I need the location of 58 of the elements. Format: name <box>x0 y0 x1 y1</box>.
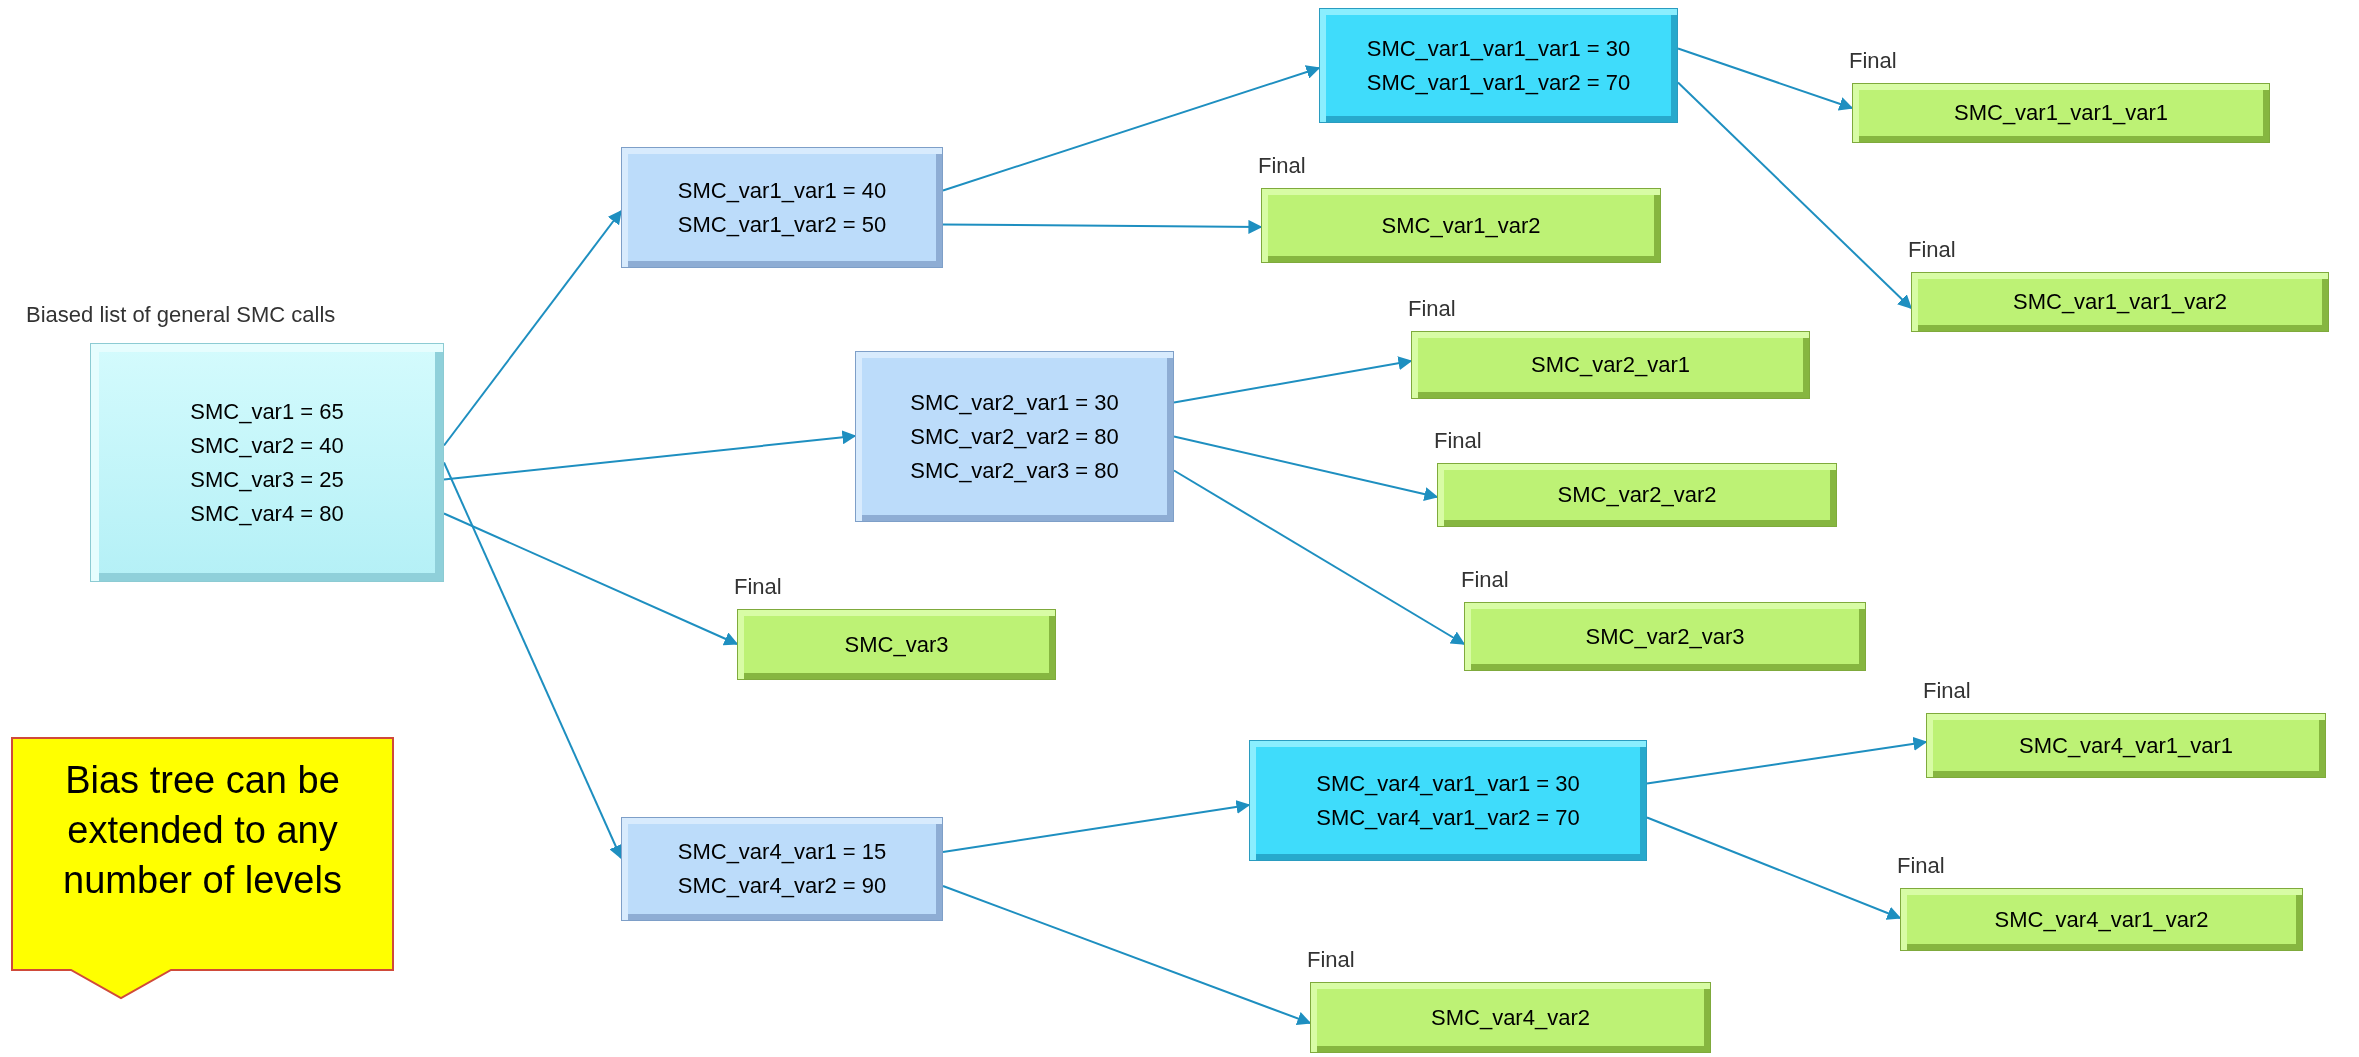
callout-text: Bias tree can be extended to any number of levels <box>62 758 343 903</box>
arrow <box>1173 469 1466 645</box>
value-box <box>1249 740 1647 861</box>
value-line: SMC_var4_var1_var2 = 70 <box>1316 803 1580 832</box>
value-line: SMC_var2_var3 = 80 <box>910 456 1119 485</box>
final-name: SMC_var1_var1_var1 <box>1954 99 2168 127</box>
final-name: SMC_var4_var1_var1 <box>2019 731 2233 760</box>
value-line: SMC_var4 = 80 <box>190 499 344 528</box>
value-line: SMC_var1_var2 = 50 <box>677 210 887 239</box>
arrow <box>1646 816 1902 920</box>
final-name: SMC_var1_var1_var2 <box>2013 288 2227 316</box>
final-name: SMC_var3 <box>844 630 949 659</box>
arrow <box>942 800 1251 853</box>
value-box <box>855 351 1174 522</box>
arrow <box>1677 81 1912 309</box>
final-label: Final <box>1923 678 1971 704</box>
value-line: SMC_var1_var1_var2 = 70 <box>1366 68 1631 97</box>
arrow <box>443 512 739 646</box>
final-name: SMC_var2_var1 <box>1531 351 1690 379</box>
callout-bubble <box>11 737 394 1000</box>
arrow <box>1173 356 1413 404</box>
final-name: SMC_var2_var3 <box>1585 622 1745 651</box>
final-label: Final <box>1408 296 1456 322</box>
final-label: Final <box>1461 567 1509 593</box>
value-box <box>621 147 943 268</box>
final-label: Final <box>1908 237 1956 263</box>
arrow <box>1677 47 1854 111</box>
value-line: SMC_var4_var1 = 15 <box>677 838 887 866</box>
final-label: Final <box>1897 853 1945 879</box>
final-name: SMC_var1_var2 <box>1381 211 1541 240</box>
value-line: SMC_var3 = 25 <box>190 465 344 494</box>
list-heading: Biased list of general SMC calls <box>26 302 336 328</box>
final-label: Final <box>734 574 782 600</box>
final-name: SMC_var4_var1_var2 <box>1994 905 2209 934</box>
value-line: SMC_var1 = 65 <box>190 397 344 426</box>
value-line: SMC_var1_var1_var1 = 30 <box>1366 34 1631 63</box>
value-line: SMC_var2_var2 = 80 <box>910 422 1119 451</box>
arrow <box>942 219 1263 234</box>
value-box <box>621 817 943 921</box>
value-line: SMC_var4_var2 = 90 <box>677 872 887 900</box>
arrow <box>942 65 1321 192</box>
arrow <box>1646 736 1928 785</box>
value-line: SMC_var4_var1_var1 = 30 <box>1316 769 1580 798</box>
value-line: SMC_var2 = 40 <box>190 431 344 460</box>
arrow <box>443 430 857 481</box>
final-label: Final <box>1434 428 1482 454</box>
value-line: SMC_var1_var1 = 40 <box>677 176 887 205</box>
final-name: SMC_var2_var2 <box>1557 481 1717 509</box>
value-box <box>1319 8 1678 123</box>
value-line: SMC_var2_var1 = 30 <box>910 388 1119 417</box>
final-label: Final <box>1258 153 1306 179</box>
arrow <box>443 461 623 860</box>
arrow <box>942 885 1312 1026</box>
arrow <box>1173 435 1439 501</box>
arrow <box>443 209 622 447</box>
final-name: SMC_var4_var2 <box>1431 1003 1590 1032</box>
final-label: Final <box>1307 947 1355 973</box>
final-label: Final <box>1849 48 1897 74</box>
